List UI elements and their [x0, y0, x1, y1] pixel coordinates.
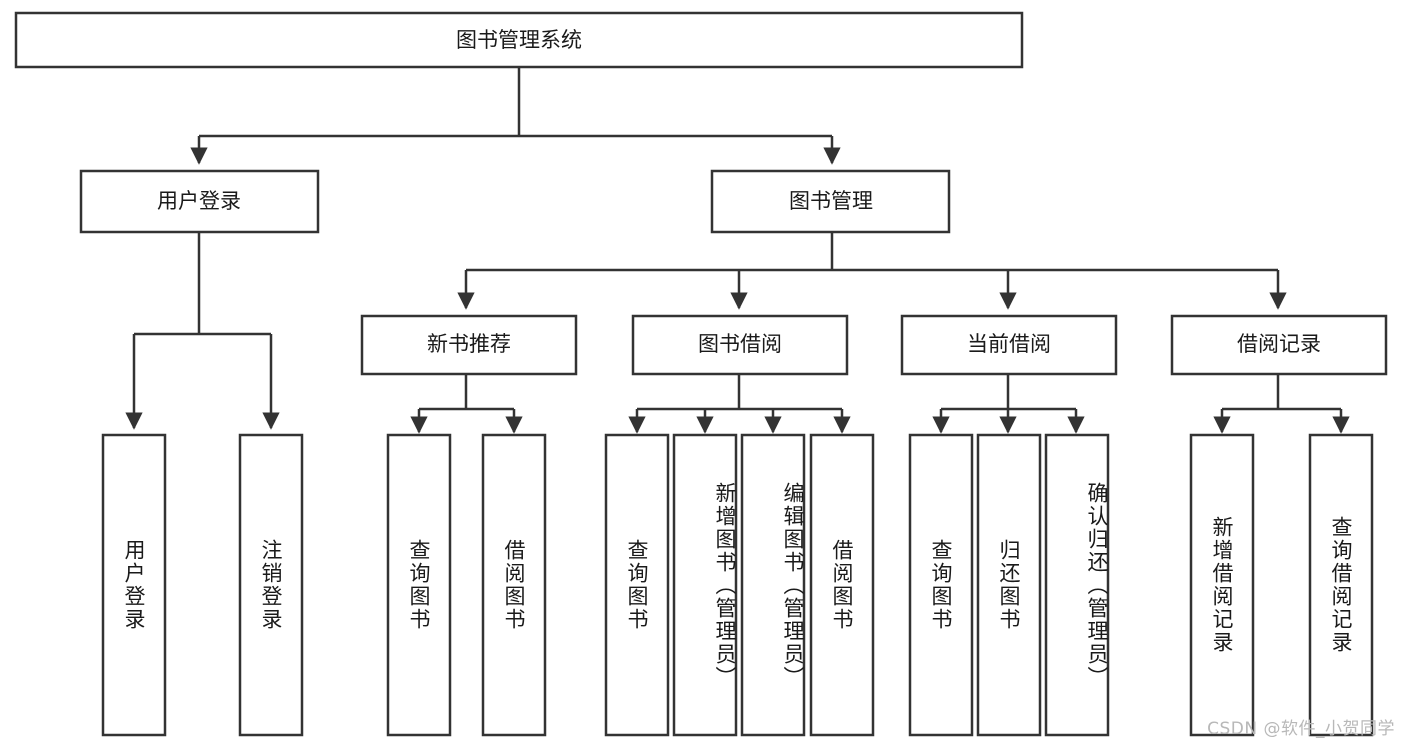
- connector-borrowrecord-to-leaves: [1213, 374, 1350, 434]
- node-leaf-borrow-book-2[interactable]: [809, 433, 875, 737]
- node-leaf-add-record[interactable]: [1189, 433, 1255, 737]
- node-leaf-logout-login[interactable]: [238, 433, 304, 737]
- node-leaf-edit-book[interactable]: [740, 433, 806, 737]
- node-leaf-query-book-3[interactable]: [908, 433, 974, 737]
- node-book-borrow-label: 图书借阅: [698, 332, 782, 356]
- node-leaf-add-book[interactable]: [672, 433, 738, 737]
- node-leaf-borrow-book-1[interactable]: [481, 433, 547, 737]
- connector-currentborrow-to-leaves: [932, 374, 1085, 434]
- node-borrow-record[interactable]: 借阅记录: [1170, 314, 1388, 376]
- connector-userlogin-to-leaves: [125, 232, 280, 430]
- node-book-borrow[interactable]: 图书借阅: [631, 314, 849, 376]
- node-user-login[interactable]: 用户登录: [79, 169, 320, 234]
- node-user-login-label: 用户登录: [157, 189, 241, 213]
- connector-newbook-to-leaves: [410, 374, 523, 434]
- node-current-borrow[interactable]: 当前借阅: [900, 314, 1118, 376]
- node-leaf-query-record[interactable]: [1308, 433, 1374, 737]
- node-root[interactable]: 图书管理系统: [14, 11, 1024, 69]
- node-book-management-label: 图书管理: [789, 189, 873, 213]
- node-new-book-recommend-label: 新书推荐: [427, 332, 511, 356]
- watermark-text: CSDN @软件_小贺同学: [1207, 719, 1395, 739]
- connector-bookmgmt-to-level3: [457, 232, 1287, 310]
- node-new-book-recommend[interactable]: 新书推荐: [360, 314, 578, 376]
- connector-root-to-level2: [190, 67, 841, 165]
- node-leaf-return-book[interactable]: [976, 433, 1042, 737]
- node-current-borrow-label: 当前借阅: [967, 332, 1051, 356]
- node-book-management[interactable]: 图书管理: [710, 169, 951, 234]
- node-borrow-record-label: 借阅记录: [1237, 332, 1321, 356]
- node-leaf-query-book-1[interactable]: [386, 433, 452, 737]
- node-root-label: 图书管理系统: [456, 28, 582, 52]
- connector-bookborrow-to-leaves: [628, 374, 851, 434]
- node-leaf-query-book-2[interactable]: [604, 433, 670, 737]
- node-leaf-confirm-return[interactable]: [1044, 433, 1110, 737]
- node-leaf-user-login[interactable]: [101, 433, 167, 737]
